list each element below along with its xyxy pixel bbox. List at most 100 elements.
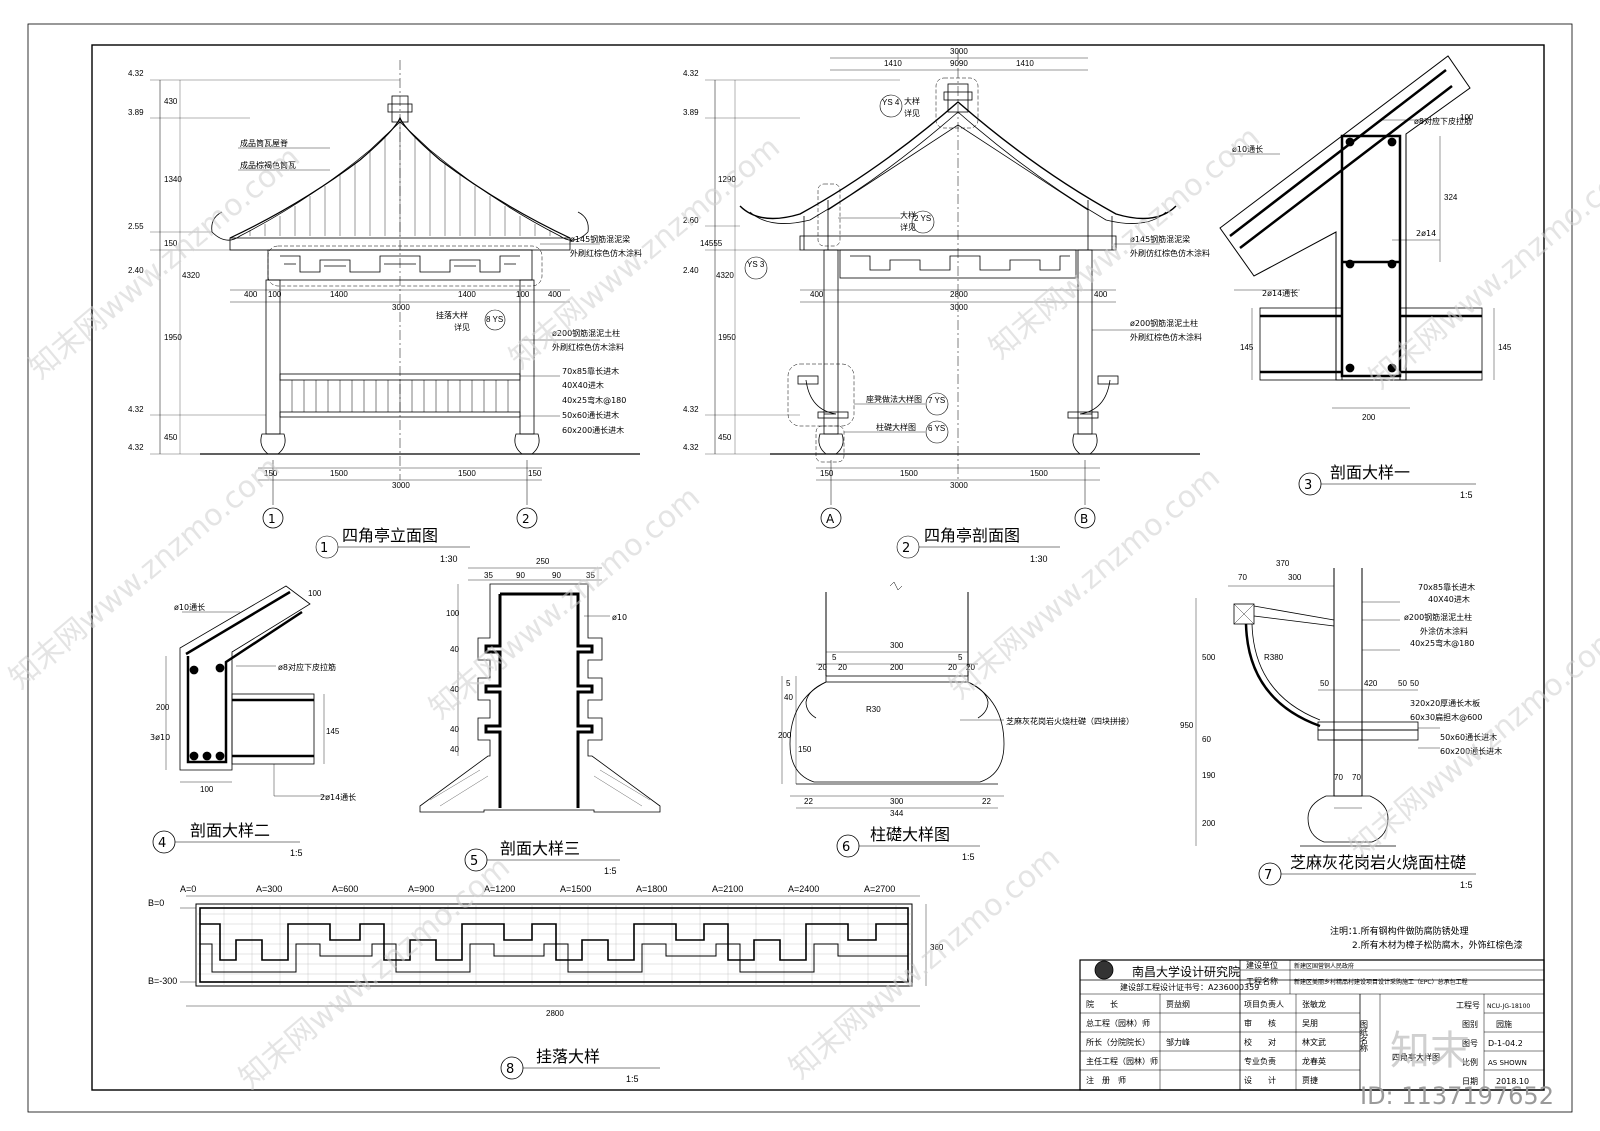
sec-hdim: 400 xyxy=(810,290,824,299)
watermark-text: 知末网www.znzmo.com xyxy=(423,480,707,726)
sec-note: 大样 xyxy=(900,210,916,220)
institute-cert: 建设部工程设计证书号：A236000359 xyxy=(1120,982,1259,992)
elev-level: 4.32 xyxy=(128,69,144,78)
watermark-text: 知末网www.znzmo.com xyxy=(503,130,787,376)
d6-dim: 20 xyxy=(838,663,847,672)
tb-name: 邹力峰 xyxy=(1166,1037,1190,1047)
d5-dim: 40 xyxy=(450,745,459,754)
sec-topdim: 1410 xyxy=(1016,59,1034,68)
elev-note: 外刷红棕色仿木涂料 xyxy=(552,342,624,352)
detail-5-drawing xyxy=(419,567,661,872)
a-label: A=0 xyxy=(180,884,196,894)
sec-note: 详见 xyxy=(900,222,916,232)
hanging-width-dim: 2800 xyxy=(546,1009,564,1018)
elevation-levels: 4.32 3.89 2.55 2.40 4.32 4.32 xyxy=(128,69,144,452)
elev-level: 4.32 xyxy=(128,443,144,452)
drawing-1-title: 四角亭立面图 xyxy=(342,526,438,545)
client-label: 建设单位 xyxy=(1246,960,1278,970)
remarks-label: 注明： xyxy=(1330,925,1357,937)
d6-dim: 5 xyxy=(786,679,791,688)
hanging-height-dim: 360 xyxy=(930,943,944,952)
tb-name2: 贾捷 xyxy=(1302,1075,1318,1085)
d6-dim: 344 xyxy=(890,809,904,818)
elev-note: 详见 xyxy=(454,322,470,332)
d3-note: 2ø14通长 xyxy=(1262,288,1298,298)
drawing-8-title: 挂落大样 xyxy=(536,1047,600,1066)
drawing-3-num: 3 xyxy=(1304,478,1312,493)
d7-dim: 50 xyxy=(1320,679,1329,688)
tb-field-key: 工程号 xyxy=(1456,1001,1480,1010)
sec-note: 外刷仿红棕色仿木涂料 xyxy=(1130,248,1210,258)
a-label: A=1800 xyxy=(636,884,667,894)
drawing-8-num: 8 xyxy=(506,1062,514,1077)
a-label: A=600 xyxy=(332,884,358,894)
sec-vdim: 450 xyxy=(718,433,732,442)
d6-dim: 5 xyxy=(958,653,963,662)
drawing-7-scale: 1:5 xyxy=(1460,880,1473,890)
d5-dim: 100 xyxy=(446,609,460,618)
elev-hdim: 1500 xyxy=(458,469,476,478)
d6-dim: 5 xyxy=(832,653,837,662)
sec-hdim: 1500 xyxy=(1030,469,1048,478)
a-label: A=2700 xyxy=(864,884,895,894)
sec-callout: YS 3 xyxy=(747,260,765,269)
tb-role: 院 长 xyxy=(1086,999,1118,1009)
remarks-line-2: 2.所有木材为樟子松防腐木，外饰红棕色漆 xyxy=(1352,939,1523,951)
d6-dim: 20 xyxy=(948,663,957,672)
watermark-text: 知末网www.znzmo.com xyxy=(943,460,1227,706)
elevation-hdims: 400 100 1400 1400 100 400 3000 150 1500 … xyxy=(244,290,562,490)
watermark-text: 知末网www.znzmo.com xyxy=(783,840,1067,1086)
tb-field-val: 2018.10 xyxy=(1496,1077,1529,1086)
client-name: 新建区国营铜人民政府 xyxy=(1294,962,1354,970)
sec-level: 2.40 xyxy=(683,266,699,275)
project-label: 工程名称 xyxy=(1246,976,1278,986)
section-callouts: YS 4 2 YS YS 3 7 YS 6 YS xyxy=(747,98,945,433)
detail-7-drawing xyxy=(1195,568,1476,886)
tb-role: 主任工程（园林）师 xyxy=(1086,1056,1158,1066)
tb-field-key: 日期 xyxy=(1462,1077,1478,1086)
axis-1-label: 1 xyxy=(268,512,276,526)
tb-role: 总工程（园林）师 xyxy=(1086,1018,1150,1028)
tb-field-key: 比例 xyxy=(1462,1057,1478,1067)
elev-note: 60x200通长进木 xyxy=(562,425,624,435)
elev-callout: 8 YS xyxy=(486,315,503,324)
elev-hdim: 1400 xyxy=(458,290,476,299)
elevation-drawing xyxy=(150,60,640,529)
drawing-7-num: 7 xyxy=(1264,868,1272,883)
b-label: B=0 xyxy=(148,898,164,908)
sec-hdim: 400 xyxy=(1094,290,1108,299)
drawing-4-scale: 1:5 xyxy=(290,848,303,858)
a-label: A=300 xyxy=(256,884,282,894)
elevation-vdims: 430 1340 150 4320 1950 450 xyxy=(164,97,200,442)
d4-note: 3ø10 xyxy=(150,733,170,742)
watermark-text: 知末网www.znzmo.com xyxy=(1343,620,1600,866)
elev-note: 70x85靠长进木 xyxy=(562,366,619,376)
remarks-line-1: 1.所有钢构件做防腐防锈处理 xyxy=(1352,925,1469,937)
d6-dim: 40 xyxy=(784,693,793,702)
d5-dim: 40 xyxy=(450,725,459,734)
sec-note: 详见 xyxy=(904,108,920,118)
drawing-2-title: 四角亭剖面图 xyxy=(924,526,1020,545)
d7-note: 40x25弯木@180 xyxy=(1410,638,1474,648)
drawing-6-num: 6 xyxy=(842,840,850,855)
d4-dim: 145 xyxy=(326,727,340,736)
title-underlines xyxy=(315,535,1060,559)
d5-dim: 35 xyxy=(586,571,595,580)
drawing-6-title: 柱礎大样图 xyxy=(870,825,950,844)
d6-dim: R30 xyxy=(866,705,881,714)
tb-field-val: NCU-JG-18100 xyxy=(1487,1003,1530,1010)
detail-8-drawing xyxy=(180,895,927,1080)
d7-note: 70x85靠长进木 xyxy=(1418,582,1475,592)
detail-5-texts: ø10 250 35 90 90 35 100 40 40 40 40 xyxy=(446,557,627,754)
elev-note: ø200钢筋混泥土柱 xyxy=(552,328,620,338)
institute-logo xyxy=(1094,960,1114,980)
d5-dim: 90 xyxy=(552,571,561,580)
section-drawing xyxy=(705,50,1200,529)
d3-dim: 145 xyxy=(1240,343,1254,352)
d7-note: 320x20厚通长木板 xyxy=(1410,698,1480,708)
drawing-3-scale: 1:5 xyxy=(1460,490,1473,500)
detail-7-texts: 70x85靠长进木 40X40进木 ø200钢筋混泥土柱 外涂仿木涂料 40x2… xyxy=(1180,559,1502,828)
d6-dim: 22 xyxy=(804,797,813,806)
elev-hdim: 100 xyxy=(268,290,282,299)
